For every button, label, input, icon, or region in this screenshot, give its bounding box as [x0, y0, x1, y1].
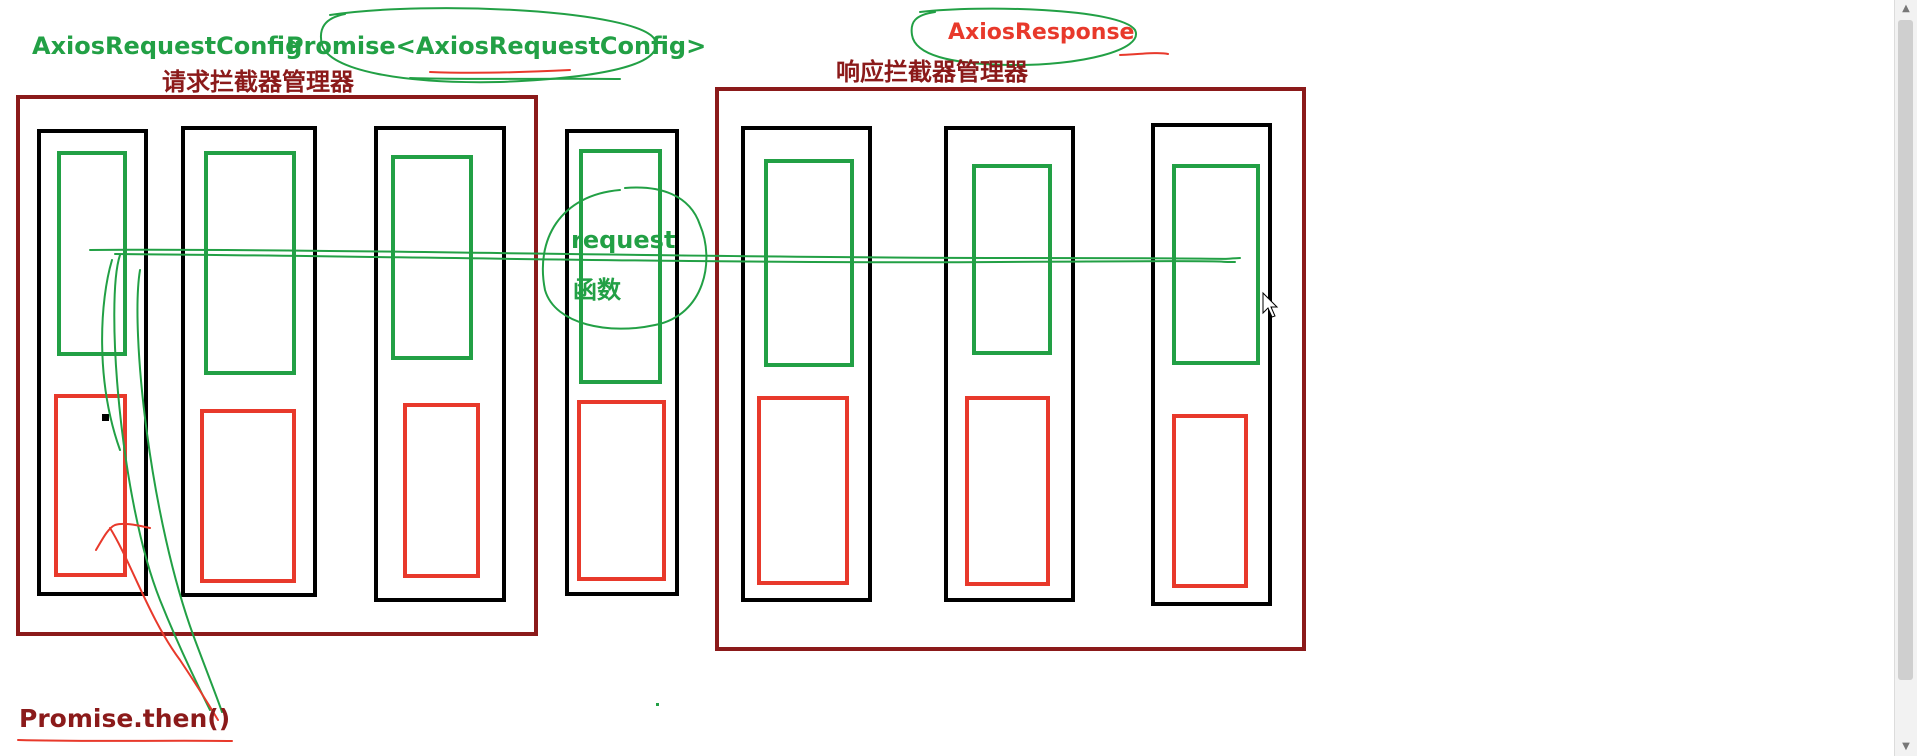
promise-config-label: Promise<AxiosRequestConfig> [286, 32, 707, 60]
request-interceptor-3 [374, 126, 506, 602]
fulfilled-callback-box [764, 159, 854, 367]
scroll-down-arrow-icon[interactable]: ▼ [1902, 741, 1910, 752]
rejected-callback-box [200, 409, 296, 583]
request-interceptor-manager-box [16, 95, 538, 636]
rejected-callback-box [577, 400, 666, 581]
rejected-callback-box [965, 396, 1050, 586]
handdrawn-green-annotations [89, 7, 1241, 713]
rejected-callback-box [54, 394, 127, 577]
response-interceptor-2 [944, 126, 1075, 602]
handdrawn-red-annotations [17, 52, 1169, 742]
response-interceptor-1 [741, 126, 872, 602]
scrollbar-thumb[interactable] [1898, 20, 1913, 680]
response-interceptor-manager-box [715, 87, 1306, 651]
vertical-scrollbar[interactable]: ▲ ▼ [1894, 0, 1917, 756]
request-function-label-line1: request [571, 226, 676, 254]
request-function-label-line2: 函数 [573, 276, 621, 304]
request-interceptor-2 [181, 126, 317, 597]
fulfilled-callback-box [204, 151, 296, 375]
scroll-up-arrow-icon[interactable]: ▲ [1902, 3, 1910, 14]
rejected-callback-box [403, 403, 480, 578]
response-interceptor-3 [1151, 123, 1272, 606]
request-interceptor-manager-title: 请求拦截器管理器 [162, 68, 354, 96]
promise-then-label: Promise.then() [19, 704, 231, 733]
request-function-column [565, 129, 679, 596]
fulfilled-callback-box [1172, 164, 1260, 365]
fulfilled-callback-box [579, 149, 662, 384]
fulfilled-callback-box [972, 164, 1052, 355]
mouse-pointer-icon [1262, 291, 1279, 318]
response-interceptor-manager-title: 响应拦截器管理器 [836, 58, 1028, 86]
axios-request-config-label: AxiosRequestConfig [32, 32, 303, 60]
rejected-callback-box [1172, 414, 1248, 588]
axios-response-label: AxiosResponse [948, 20, 1135, 45]
rejected-callback-box [757, 396, 849, 585]
